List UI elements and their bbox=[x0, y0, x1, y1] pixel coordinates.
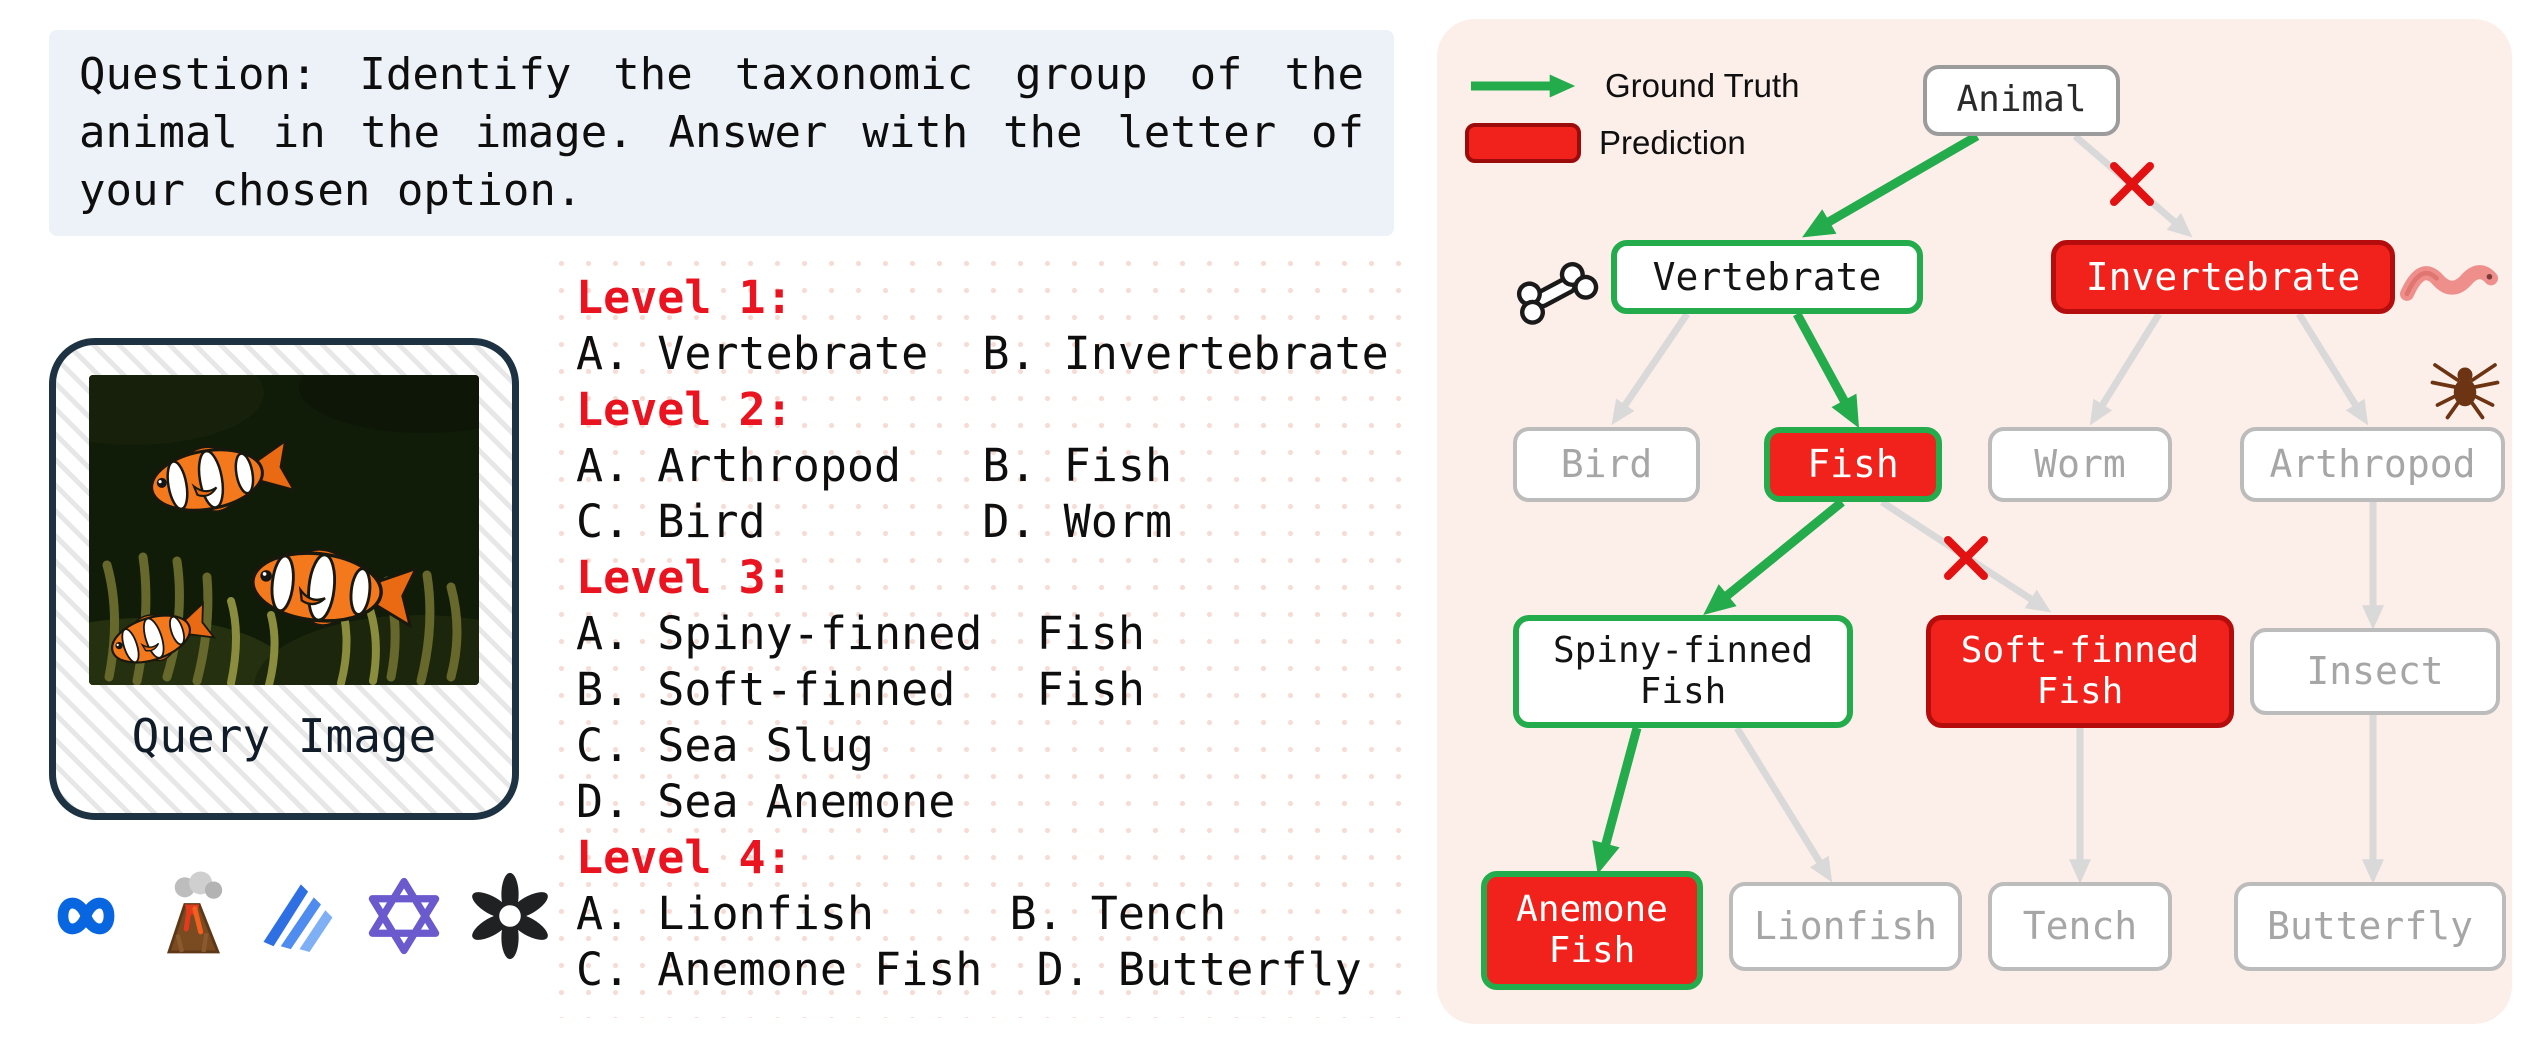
taxonomy-panel: Ground Truth Prediction bbox=[1437, 19, 2512, 1024]
node-tench: Tench bbox=[1988, 882, 2172, 971]
clownfish-photo-illustration bbox=[89, 375, 479, 685]
green-arrow-icon bbox=[1471, 74, 1576, 98]
node-worm: Worm bbox=[1988, 427, 2172, 502]
level-1-label: Level 1: bbox=[576, 271, 793, 324]
model-logos-row bbox=[40, 870, 556, 962]
qwen-logo bbox=[358, 870, 450, 962]
question-box: Question: Identify the taxonomic group o… bbox=[49, 30, 1394, 237]
sail-logo bbox=[252, 870, 344, 962]
meta-logo bbox=[40, 870, 132, 962]
bone-icon bbox=[1503, 245, 1607, 339]
node-lionfish: Lionfish bbox=[1729, 882, 1962, 971]
level-3-option-c: C. Sea Slug bbox=[576, 719, 875, 772]
openai-logo bbox=[464, 870, 556, 962]
node-vertebrate: Vertebrate bbox=[1611, 240, 1923, 314]
legend-ground-truth: Ground Truth bbox=[1465, 67, 1799, 105]
level-2-options-row-1: A. Arthropod B. Fish bbox=[576, 439, 1173, 492]
level-4-label: Level 4: bbox=[576, 831, 793, 884]
level-2-label: Level 2: bbox=[576, 383, 793, 436]
level-1-options: A. Vertebrate B. Invertebrate bbox=[576, 327, 1389, 380]
level-3-option-d: D. Sea Anemone bbox=[576, 775, 956, 828]
worm-icon bbox=[2399, 241, 2499, 325]
query-image-card: Query Image bbox=[49, 338, 519, 820]
tree-edges bbox=[1592, 132, 2385, 884]
options-list: Level 1: A. Vertebrate B. Invertebrate L… bbox=[548, 250, 1417, 1018]
question-text: Question: Identify the taxonomic group o… bbox=[79, 49, 1364, 217]
red-x-icon bbox=[1944, 162, 2154, 580]
level-4-options-row-2: C. Anemone Fish D. Butterfly bbox=[576, 943, 1362, 996]
node-soft-finned-fish: Soft-finned Fish bbox=[1926, 615, 2234, 728]
prediction-chip-icon bbox=[1465, 123, 1581, 163]
query-image bbox=[89, 375, 479, 685]
level-2-options-row-2: C. Bird D. Worm bbox=[576, 495, 1173, 548]
node-butterfly: Butterfly bbox=[2234, 882, 2506, 971]
node-invertebrate: Invertebrate bbox=[2051, 240, 2395, 314]
node-bird: Bird bbox=[1513, 427, 1700, 502]
legend-ground-truth-label: Ground Truth bbox=[1605, 67, 1800, 104]
node-anemone-fish: Anemone Fish bbox=[1481, 871, 1703, 990]
volcano-logo bbox=[146, 870, 238, 962]
node-fish: Fish bbox=[1764, 427, 1942, 502]
level-3-option-a: A. Spiny-finned Fish bbox=[576, 607, 1145, 660]
legend-prediction-label: Prediction bbox=[1599, 124, 1746, 161]
spider-icon bbox=[2425, 345, 2505, 425]
node-insect: Insect bbox=[2250, 628, 2500, 715]
level-3-option-b: B. Soft-finned Fish bbox=[576, 663, 1145, 716]
node-spiny-finned-fish: Spiny-finned Fish bbox=[1513, 615, 1853, 728]
node-animal: Animal bbox=[1923, 65, 2120, 136]
legend-prediction: Prediction bbox=[1465, 123, 1746, 163]
query-image-caption: Query Image bbox=[131, 709, 437, 763]
level-4-options-row-1: A. Lionfish B. Tench bbox=[576, 887, 1227, 940]
node-arthropod: Arthropod bbox=[2240, 427, 2505, 502]
level-3-label: Level 3: bbox=[576, 551, 793, 604]
